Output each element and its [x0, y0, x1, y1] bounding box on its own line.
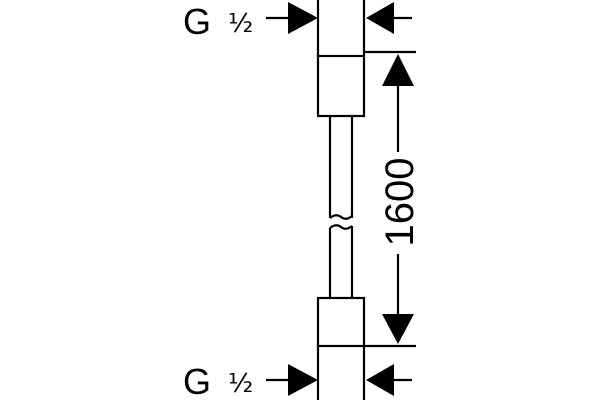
bottom-nut	[316, 296, 366, 348]
top-left-arrowhead	[288, 2, 318, 34]
length-value: 1600	[378, 158, 422, 247]
top-thread-letter: G	[183, 1, 211, 42]
bottom-thread-callout: G ½	[183, 361, 412, 400]
top-thread-callout: G ½	[183, 1, 412, 42]
bottom-thread-letter: G	[183, 361, 211, 400]
lower-break-line	[329, 224, 353, 230]
top-thread-size: ½	[228, 9, 253, 39]
length-top-arrowhead	[382, 54, 414, 86]
length-dimension: 1600	[364, 50, 422, 348]
bottom-right-arrowhead	[366, 364, 394, 396]
top-right-arrowhead	[366, 2, 394, 34]
length-bottom-arrowhead	[382, 314, 414, 344]
bottom-thread-size: ½	[228, 369, 253, 399]
bottom-left-arrowhead	[288, 364, 318, 396]
hose-body	[316, 0, 366, 400]
top-nut	[316, 54, 366, 118]
upper-break-line	[329, 214, 353, 220]
